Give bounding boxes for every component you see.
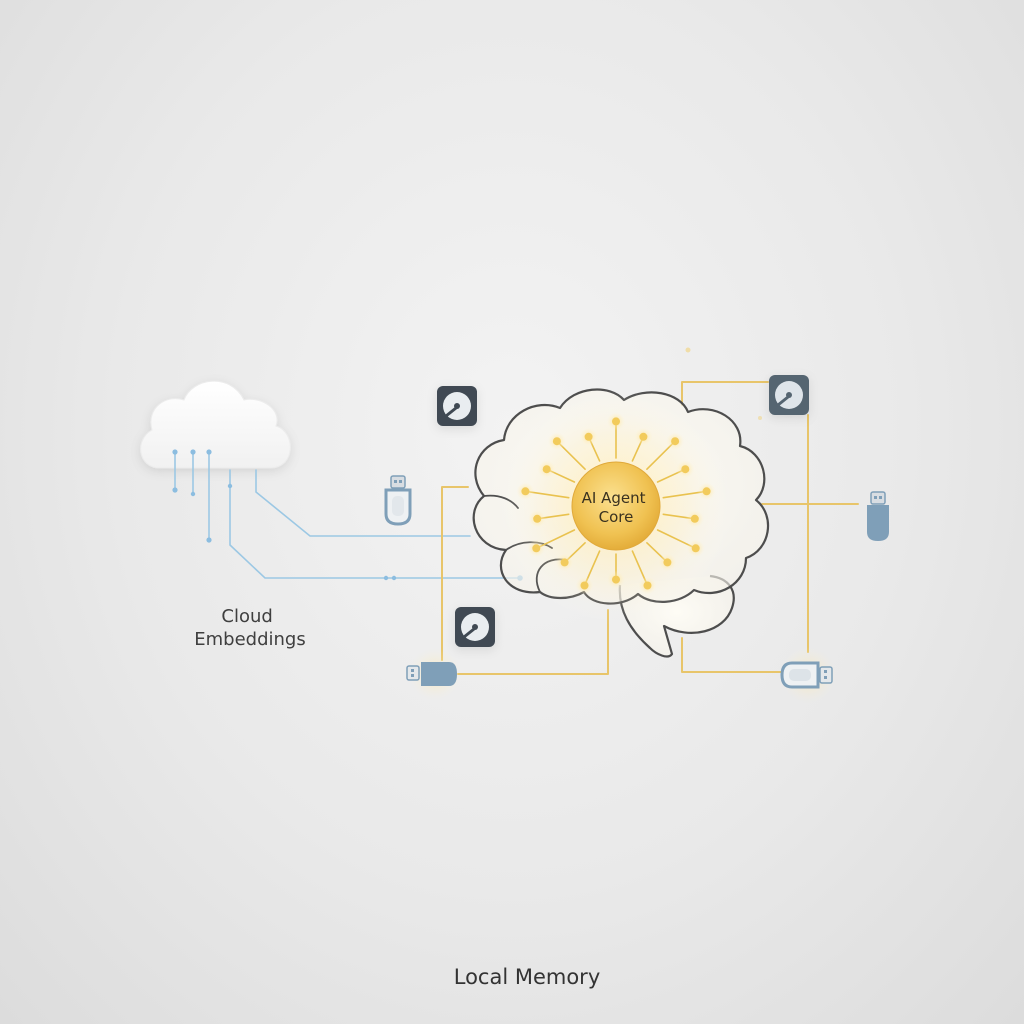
neural-node: [533, 514, 542, 523]
neural-node: [560, 558, 569, 567]
neural-node: [639, 432, 648, 441]
ai-core: AI Agent Core: [571, 461, 661, 551]
neural-node: [532, 544, 541, 553]
footer-label: Local Memory: [454, 965, 601, 989]
cloud-connection-nodes: [172, 449, 523, 581]
cloud-icon: [140, 380, 291, 469]
sparkle-dots: [685, 347, 762, 420]
usb-drive-icon: [406, 648, 461, 700]
hard-drive-icon: [455, 607, 495, 647]
neural-node: [691, 544, 700, 553]
neural-node: [542, 465, 551, 474]
usb-drive-icon: [780, 647, 836, 703]
neural-node: [663, 558, 672, 567]
neural-node: [671, 437, 680, 446]
neural-node: [521, 487, 530, 496]
cloud-connection-lines: [174, 451, 521, 579]
neural-node: [580, 581, 589, 590]
local-connection-lines: [441, 381, 859, 675]
neural-node: [612, 575, 620, 584]
usb-drive-icon: [867, 491, 889, 541]
cloud-label: Cloud Embeddings: [194, 606, 305, 650]
hard-drive-icon: [437, 386, 477, 426]
hard-drive-icon: [769, 375, 809, 415]
neural-node: [584, 432, 593, 441]
neural-node: [612, 417, 620, 426]
neural-node: [702, 487, 711, 496]
usb-drive-icon: [384, 475, 412, 526]
neural-node: [681, 465, 690, 474]
neural-nodes: [516, 412, 716, 595]
neural-node: [643, 581, 652, 590]
core-label: AI Agent Core: [582, 489, 651, 526]
neural-node: [690, 514, 699, 523]
neural-node: [552, 437, 561, 446]
